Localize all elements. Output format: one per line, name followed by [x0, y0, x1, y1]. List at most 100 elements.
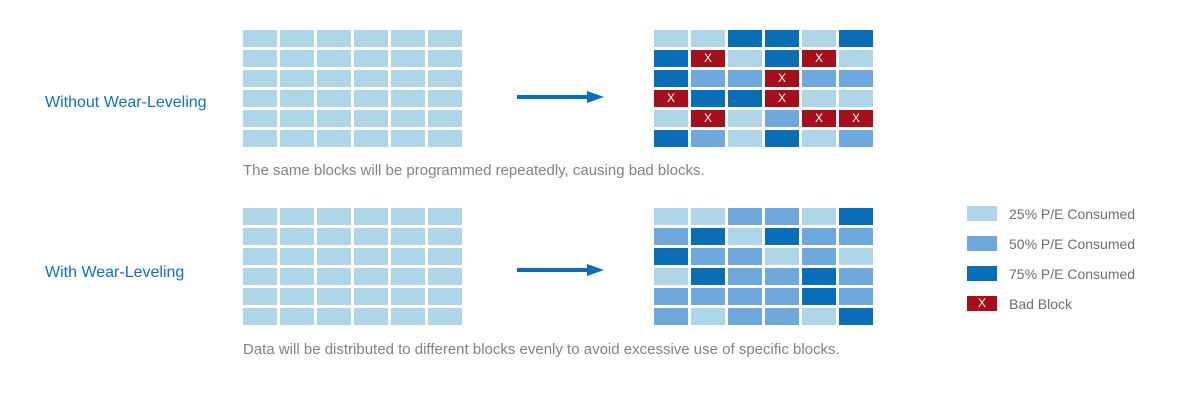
block-cell	[391, 288, 425, 305]
block-cell	[839, 70, 873, 87]
block-cell	[691, 268, 725, 285]
block-cell	[243, 130, 277, 147]
legend-label: Bad Block	[1009, 295, 1073, 312]
block-cell	[354, 50, 388, 67]
bad-block-cell: X	[654, 90, 688, 107]
section-label-with-wear-leveling: With Wear-Leveling	[45, 264, 185, 281]
block-cell	[839, 288, 873, 305]
bad-block-cell: X	[765, 70, 799, 87]
block-cell	[428, 30, 462, 47]
block-cell	[391, 228, 425, 245]
block-cell	[243, 70, 277, 87]
block-cell	[802, 248, 836, 265]
block-cell	[728, 248, 762, 265]
fresh-block-grid-with	[243, 208, 462, 325]
block-cell	[354, 228, 388, 245]
block-cell	[839, 50, 873, 67]
section-label-without-wear-leveling: Without Wear-Leveling	[45, 94, 207, 111]
block-cell	[354, 248, 388, 265]
block-cell	[428, 90, 462, 107]
block-cell	[428, 130, 462, 147]
block-cell	[317, 30, 351, 47]
block-cell	[802, 288, 836, 305]
block-cell	[839, 268, 873, 285]
block-cell	[654, 288, 688, 305]
block-cell	[728, 30, 762, 47]
block-cell	[765, 130, 799, 147]
block-cell	[391, 248, 425, 265]
block-cell	[280, 50, 314, 67]
block-cell	[765, 308, 799, 325]
block-cell	[839, 30, 873, 47]
block-cell	[317, 70, 351, 87]
block-cell	[391, 268, 425, 285]
block-cell	[802, 130, 836, 147]
block-cell	[280, 70, 314, 87]
block-cell	[317, 248, 351, 265]
block-cell	[765, 208, 799, 225]
block-cell	[765, 228, 799, 245]
block-cell	[691, 308, 725, 325]
block-cell	[317, 50, 351, 67]
block-cell	[354, 70, 388, 87]
block-cell	[280, 268, 314, 285]
block-cell	[280, 288, 314, 305]
swatch-50-percent-icon	[967, 236, 997, 251]
block-cell	[428, 50, 462, 67]
block-cell	[280, 90, 314, 107]
block-cell	[765, 110, 799, 127]
block-cell	[802, 70, 836, 87]
block-cell	[691, 70, 725, 87]
block-cell	[243, 208, 277, 225]
block-cell	[654, 208, 688, 225]
block-cell	[243, 110, 277, 127]
block-cell	[280, 248, 314, 265]
block-cell	[243, 308, 277, 325]
block-cell	[317, 110, 351, 127]
block-cell	[243, 90, 277, 107]
block-cell	[691, 90, 725, 107]
block-cell	[654, 248, 688, 265]
block-cell	[391, 308, 425, 325]
block-cell	[802, 30, 836, 47]
block-cell	[654, 70, 688, 87]
block-cell	[428, 248, 462, 265]
block-cell	[354, 30, 388, 47]
bad-block-cell: X	[839, 110, 873, 127]
block-cell	[728, 70, 762, 87]
block-cell	[765, 248, 799, 265]
block-cell	[654, 308, 688, 325]
block-cell	[280, 30, 314, 47]
block-cell	[428, 70, 462, 87]
block-cell	[317, 228, 351, 245]
block-cell	[765, 50, 799, 67]
block-cell	[839, 130, 873, 147]
block-cell	[243, 248, 277, 265]
block-cell	[765, 288, 799, 305]
block-cell	[839, 308, 873, 325]
block-cell	[839, 90, 873, 107]
block-cell	[391, 30, 425, 47]
block-cell	[391, 90, 425, 107]
block-cell	[802, 308, 836, 325]
block-cell	[728, 90, 762, 107]
block-cell	[391, 50, 425, 67]
block-cell	[317, 90, 351, 107]
block-cell	[280, 130, 314, 147]
legend-item-25-percent: 25% P/E Consumed	[967, 206, 1135, 222]
block-cell	[802, 208, 836, 225]
block-cell	[243, 30, 277, 47]
block-cell	[691, 248, 725, 265]
block-cell	[354, 130, 388, 147]
block-cell	[691, 228, 725, 245]
block-cell	[728, 50, 762, 67]
caption-with-wear-leveling: Data will be distributed to different bl…	[243, 341, 840, 358]
block-cell	[765, 268, 799, 285]
legend: 25% P/E Consumed 50% P/E Consumed 75% P/…	[967, 206, 1135, 326]
block-cell	[839, 248, 873, 265]
block-cell	[802, 268, 836, 285]
block-cell	[391, 208, 425, 225]
swatch-75-percent-icon	[967, 266, 997, 281]
block-cell	[317, 308, 351, 325]
